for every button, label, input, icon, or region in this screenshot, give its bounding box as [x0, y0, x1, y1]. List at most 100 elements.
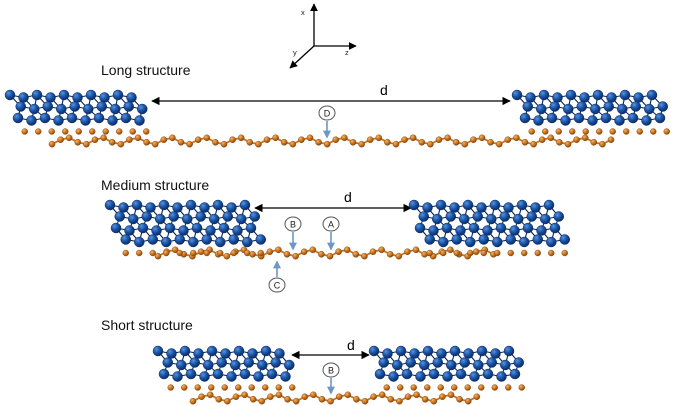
medium-cluster-right-atom	[482, 225, 493, 236]
short-cluster-right-atom	[432, 357, 443, 368]
short-cluster-right-anchor-atom	[505, 384, 512, 391]
medium-chain-atom	[154, 252, 162, 260]
long-cluster-left-atom	[15, 101, 26, 112]
medium-cluster-right-anchor-atom	[521, 249, 528, 257]
long-cluster-left-atom	[53, 115, 64, 126]
short-chain-atom	[198, 393, 205, 401]
medium-cluster-left-atom	[104, 199, 116, 211]
long-chain-atom	[470, 136, 477, 144]
medium-chain	[154, 246, 497, 260]
long-cluster-right-anchor-atom	[569, 128, 576, 135]
medium-cluster-right-atom	[540, 213, 551, 225]
medium-cluster-right-atom	[546, 236, 557, 248]
medium-cluster-left-atom	[232, 225, 243, 236]
long-cluster-right-anchor-atom	[623, 128, 630, 135]
short-cluster-right-atom	[482, 368, 494, 380]
short-cluster-left-anchor-atom	[208, 384, 215, 391]
short-cluster-right-anchor-atom	[518, 384, 525, 391]
long-chain-atom	[177, 138, 185, 146]
long-chain-atom	[427, 140, 434, 148]
short-cluster-left-atom	[266, 368, 278, 380]
medium-chain-atom	[171, 246, 179, 254]
medium-cluster-right-anchor-atom	[440, 249, 447, 257]
medium-cluster-right-anchor-atom	[426, 249, 433, 257]
long-cluster-right-atom	[590, 103, 601, 115]
long-chain-atom	[203, 134, 211, 142]
long-chain-atom	[478, 134, 486, 142]
short-cluster-left	[152, 345, 296, 391]
medium-cluster-right-atom	[451, 234, 462, 245]
short-cluster-right-atom	[436, 348, 447, 359]
short-cluster-left-atom	[162, 357, 173, 368]
long-chain-atom	[538, 136, 546, 144]
medium-chain-atom	[326, 252, 334, 260]
long-cluster-right-atom	[603, 101, 614, 112]
long-chain-atom	[306, 134, 314, 142]
short-cluster-right-atom	[401, 368, 413, 380]
short-cluster-left-atom	[280, 371, 291, 382]
medium-cluster-left-anchor-atom	[122, 249, 129, 257]
medium-cluster-right-atom	[532, 234, 543, 245]
medium-cluster-left-atom	[215, 236, 226, 248]
short-cluster-left-anchor-atom	[289, 384, 296, 391]
long-cluster-right-atom	[522, 101, 533, 112]
short-cluster-left-anchor-atom	[167, 384, 174, 391]
short-cluster-right-atom	[459, 357, 470, 368]
short-chain-atom	[249, 395, 257, 403]
short-cluster-right-atom	[419, 359, 430, 371]
long-cluster-left-atom	[83, 103, 94, 115]
medium-cluster-left-atom	[178, 225, 189, 236]
long-cluster-right-atom	[633, 92, 644, 103]
medium-cluster-right-atom	[462, 199, 474, 211]
short-cluster-right-atom	[473, 359, 484, 371]
long-chain-atom	[143, 138, 150, 146]
long-cluster-left-atom	[120, 112, 132, 124]
medium-cluster-right-atom	[422, 202, 433, 213]
long-cluster-left-atom	[69, 101, 80, 112]
long-cluster-left-atom	[58, 89, 70, 101]
short-cluster-left-anchor-atom	[262, 384, 269, 391]
short-cluster-right-atom	[503, 345, 515, 357]
long-chain-atom	[74, 138, 82, 146]
medium-cluster-right-atom	[553, 211, 564, 222]
long-cluster-left-atom	[137, 103, 148, 115]
medium-cluster-left-anchor-atom	[244, 249, 251, 257]
medium-chain-atom	[309, 246, 317, 254]
short-cluster-left-atom	[257, 359, 268, 371]
medium-cluster-left-atom	[255, 234, 266, 245]
short-cluster-left-atom	[176, 359, 187, 371]
medium-cluster-left-anchor-atom	[163, 249, 170, 257]
medium-cluster-left-atom	[218, 222, 230, 234]
medium-cluster-left-atom	[114, 211, 125, 222]
medium-cluster-left-anchor-atom	[190, 249, 197, 257]
short-cluster-right-atom	[374, 368, 386, 380]
long-cluster-right-atom	[519, 112, 531, 124]
short-cluster-left-atom	[199, 371, 210, 382]
long-cluster-right-anchor-atom	[596, 128, 603, 135]
short-structure-title: Short structure	[101, 317, 193, 333]
short-chain-atom	[215, 395, 223, 403]
long-chain-atom	[289, 140, 297, 148]
long-chain-atom	[358, 140, 365, 148]
short-chain-atom	[241, 391, 248, 399]
long-chain-atom	[186, 140, 193, 148]
medium-cluster-right-atom	[435, 199, 447, 211]
short-chain-atom	[310, 391, 317, 399]
long-cluster-left-atom	[31, 89, 43, 101]
medium-cluster-left-atom	[201, 234, 212, 245]
long-cluster-right-atom	[657, 101, 668, 112]
long-cluster-right-anchor-atom	[663, 128, 670, 135]
long-cluster-right-atom	[538, 89, 550, 101]
medium-cluster-right-atom	[530, 202, 541, 213]
short-cluster-right-atom	[490, 348, 501, 359]
long-chain-atom	[504, 136, 512, 144]
long-cluster-left-anchor-atom	[116, 128, 123, 135]
long-cluster-left-atom	[112, 89, 124, 101]
long-chain-atom	[263, 136, 271, 144]
medium-cluster-right-atom	[432, 213, 443, 225]
short-cluster-right-atom	[486, 357, 497, 368]
short-cluster-left-atom	[189, 357, 200, 368]
z-axis-label: z	[345, 48, 349, 57]
long-chain-atom	[452, 138, 460, 146]
medium-cluster-right-atom	[492, 236, 503, 248]
